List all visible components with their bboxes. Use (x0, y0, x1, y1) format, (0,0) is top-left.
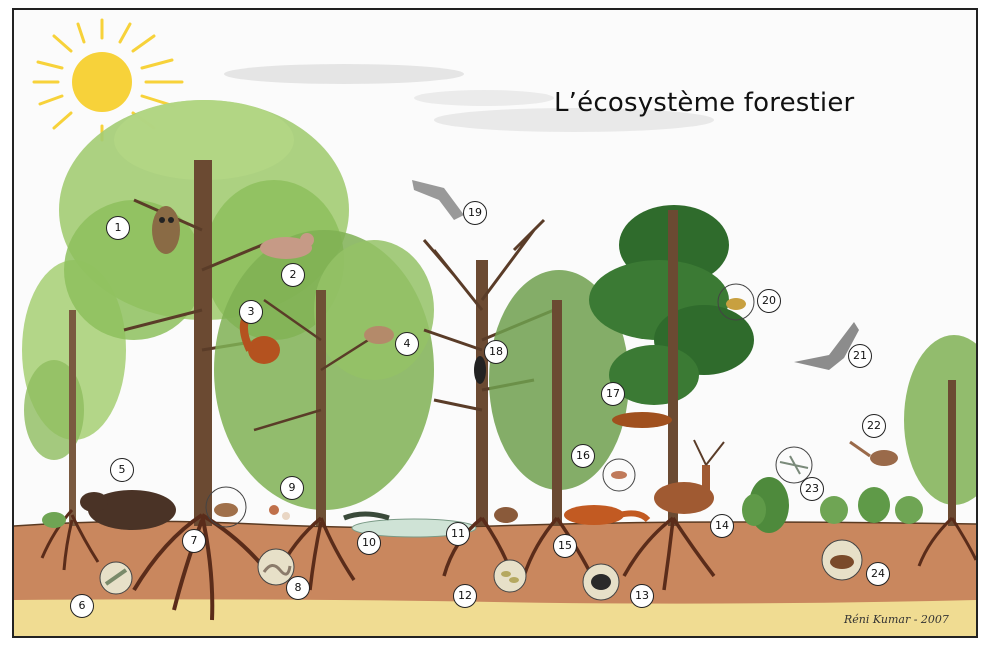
label-23: 23 (800, 477, 824, 501)
owl (152, 206, 180, 254)
artist-signature: Réni Kumar - 2007 (844, 613, 949, 626)
label-19: 19 (463, 201, 487, 225)
label-22: 22 (862, 414, 886, 438)
label-6: 6 (70, 594, 94, 618)
hedgehog (494, 507, 518, 523)
label-11: 11 (446, 522, 470, 546)
woodpecker (474, 356, 486, 384)
salamander (344, 514, 389, 518)
flying-bird (412, 180, 464, 220)
wren (850, 442, 898, 466)
label-18: 18 (484, 340, 508, 364)
label-4: 4 (395, 332, 419, 356)
label-24: 24 (866, 562, 890, 586)
label-7: 7 (182, 529, 206, 553)
label-5: 5 (110, 458, 134, 482)
label-10: 10 (357, 531, 381, 555)
illustration-frame: L’écosystème forestier Réni Kumar - 2007… (12, 8, 978, 638)
pine-marten (612, 412, 672, 428)
label-17: 17 (601, 382, 625, 406)
mole-root (100, 562, 132, 594)
label-15: 15 (553, 534, 577, 558)
label-9: 9 (280, 476, 304, 500)
label-21: 21 (848, 344, 872, 368)
vole-underground (822, 540, 862, 580)
insect-on-leaf (603, 459, 635, 491)
label-2: 2 (281, 263, 305, 287)
label-12: 12 (453, 584, 477, 608)
label-20: 20 (757, 289, 781, 313)
red-deer (654, 440, 724, 514)
label-8: 8 (286, 576, 310, 600)
beetle (583, 564, 619, 600)
label-16: 16 (571, 444, 595, 468)
chaffinch (364, 326, 394, 344)
mushrooms (269, 505, 290, 520)
larvae (494, 560, 526, 592)
label-3: 3 (239, 300, 263, 324)
diagram-title: L’écosystème forestier (554, 88, 854, 118)
label-14: 14 (710, 514, 734, 538)
label-1: 1 (106, 216, 130, 240)
label-13: 13 (630, 584, 654, 608)
